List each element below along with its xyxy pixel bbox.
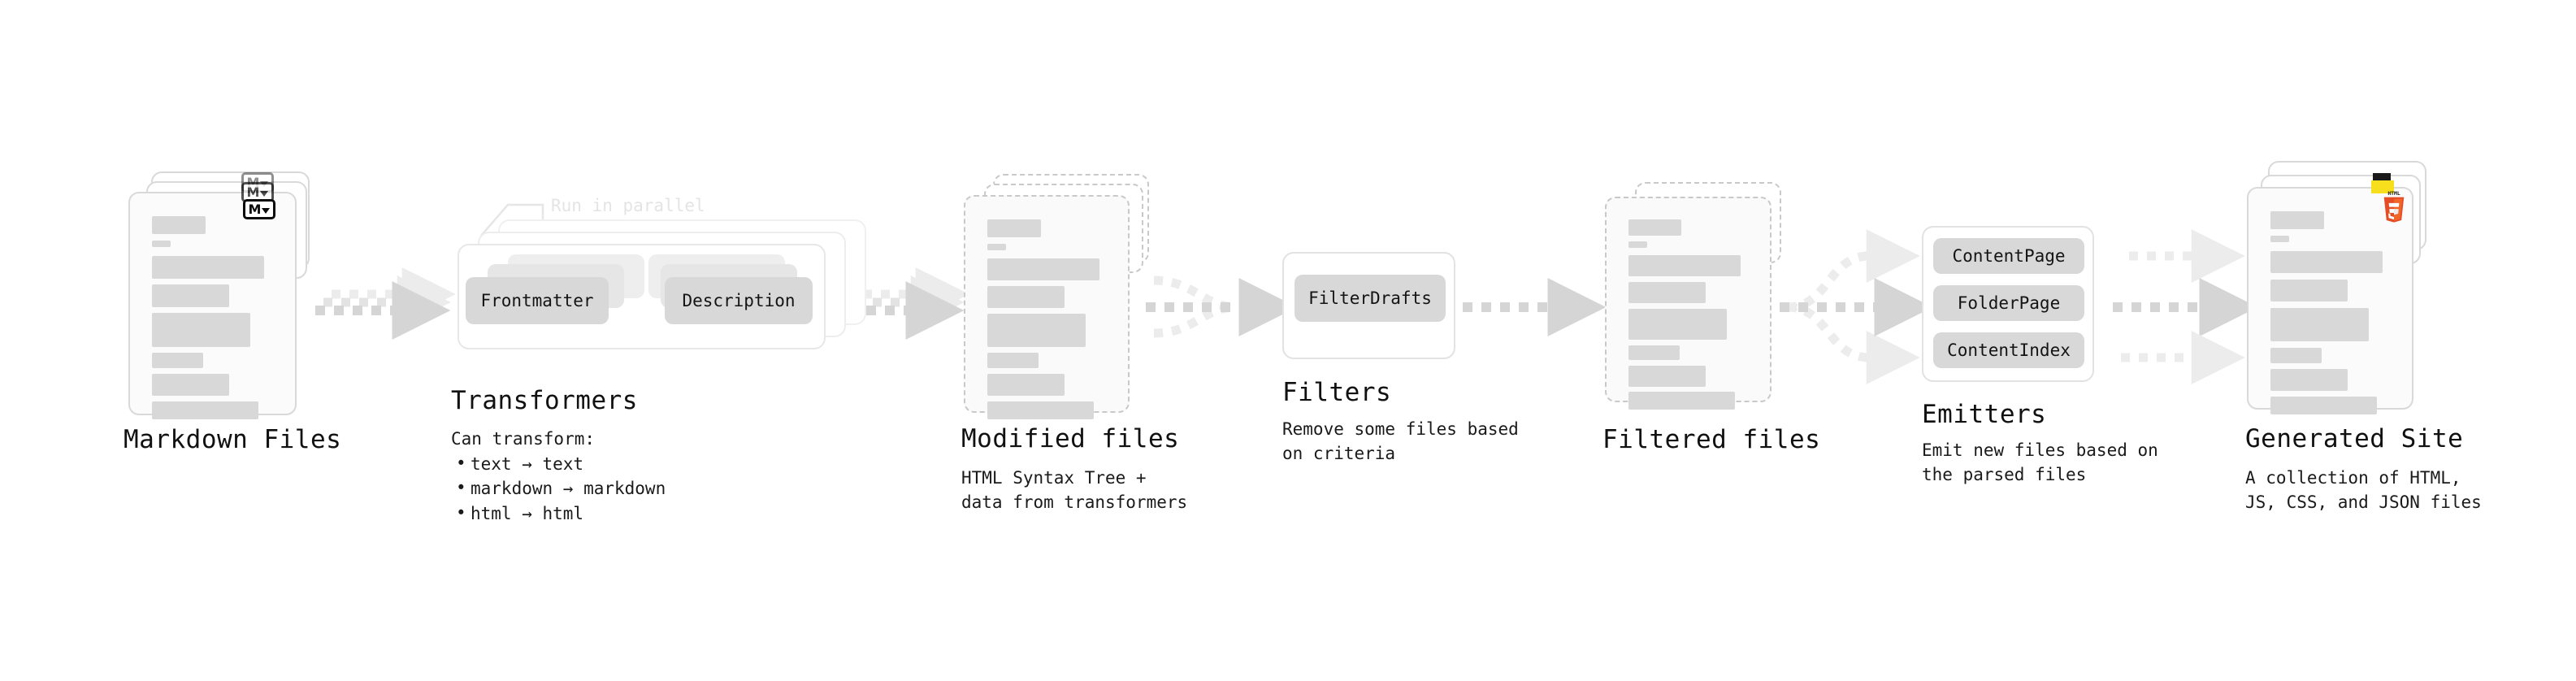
skeleton-bar (987, 353, 1039, 368)
skeleton-bar (152, 313, 250, 347)
markdown-card-front (128, 192, 297, 419)
generated-site-desc: A collection of HTML, JS, CSS, and JSON … (2245, 468, 2482, 512)
skeleton-bar (152, 284, 229, 307)
skeleton-bar (2270, 369, 2348, 391)
skeleton-bar (987, 258, 1099, 280)
chip-label: Frontmatter (480, 291, 594, 310)
skeleton-bar (2270, 397, 2377, 414)
markdown-badge: M (243, 199, 275, 219)
skeleton-bar (987, 401, 1094, 419)
filtered-card-front (1605, 197, 1772, 410)
modified-card-front (964, 195, 1130, 419)
skeleton-bar (2270, 211, 2324, 229)
transformers-bullet-list: text → text markdown → markdown html → h… (451, 451, 666, 526)
skeleton-bar (1628, 309, 1727, 340)
skeleton-bar (2270, 308, 2369, 341)
skeleton-bar (152, 241, 171, 247)
connector-emitters-to-site (2113, 229, 2258, 384)
transformers-bullet-item: text → text (451, 451, 666, 476)
transformers-bullet-item: markdown → markdown (451, 475, 666, 501)
generated-card-front (2247, 187, 2413, 414)
svg-text:HTML: HTML (2387, 190, 2400, 197)
emitter-chip-contentindex[interactable]: ContentIndex (1933, 332, 2084, 368)
skeleton-bar (1628, 392, 1735, 410)
stage-title-transformers: Transformers (451, 386, 638, 415)
stage-title-markdown-files: Markdown Files (124, 425, 342, 454)
skeleton-bar (2270, 348, 2322, 363)
filter-chip-filterdrafts[interactable]: FilterDrafts (1295, 275, 1446, 322)
skeleton-bar (1628, 241, 1647, 248)
transformer-chip-frontmatter[interactable]: Frontmatter (466, 277, 609, 324)
markdown-badge-letter: M (248, 201, 262, 217)
skeleton-bar (152, 353, 203, 368)
skeleton-bar (152, 216, 206, 234)
skeleton-bar (1628, 255, 1741, 276)
skeleton-bar (2270, 251, 2383, 273)
stage-title-modified-files: Modified files (961, 424, 1180, 453)
skeleton-bar (987, 286, 1065, 308)
modified-files-desc: HTML Syntax Tree + data from transformer… (961, 468, 1188, 512)
skeleton-bar (2270, 236, 2289, 242)
skeleton-bar (2270, 280, 2348, 301)
filters-desc: Remove some files based on criteria (1282, 419, 1519, 463)
connector-modified-to-filters (1146, 275, 1298, 338)
stage-title-emitters: Emitters (1922, 400, 2047, 429)
skeleton-bar (987, 314, 1086, 347)
skeleton-bar (1628, 366, 1706, 387)
skeleton-bar (987, 374, 1065, 396)
transformer-chip-description[interactable]: Description (665, 277, 813, 324)
skeleton-bar (987, 244, 1006, 250)
html5-icon: HTML (2380, 190, 2408, 224)
stage-title-filtered-files: Filtered files (1602, 425, 1821, 454)
skeleton-bar (1628, 219, 1681, 236)
chip-label: ContentIndex (1947, 340, 2071, 360)
markdown-badge-letter: M (246, 184, 260, 200)
emitters-box: ContentPage FolderPage ContentIndex (1922, 226, 2094, 382)
chip-label: FolderPage (1957, 293, 2061, 313)
connector-md-to-transformers (315, 267, 456, 340)
emitters-desc: Emit new files based on the parsed files (1922, 440, 2158, 484)
skeleton-bar (152, 256, 264, 279)
run-in-parallel-note: Run in parallel (551, 196, 705, 215)
emitter-chip-contentpage[interactable]: ContentPage (1933, 238, 2084, 274)
js-badge (2371, 180, 2394, 193)
filters-box: FilterDrafts (1282, 252, 1455, 359)
skeleton-bar (152, 401, 258, 419)
chip-label: ContentPage (1952, 246, 2066, 266)
skeleton-bar (1628, 345, 1680, 360)
transformers-desc-lead: Can transform: (451, 429, 596, 449)
skeleton-bar (152, 374, 229, 396)
connector-filtered-to-emitters (1780, 229, 1933, 384)
markdown-badge-arrow (262, 208, 271, 214)
stage-title-filters: Filters (1282, 378, 1392, 407)
transformers-bullet-item: html → html (451, 501, 666, 526)
chip-label: Description (682, 291, 796, 310)
stage-title-generated-site: Generated Site (2245, 424, 2464, 453)
emitter-chip-folderpage[interactable]: FolderPage (1933, 285, 2084, 321)
markdown-badge-arrow (260, 191, 269, 197)
skeleton-bar (987, 219, 1041, 237)
skeleton-bar (1628, 282, 1706, 303)
chip-label: FilterDrafts (1308, 288, 1432, 308)
